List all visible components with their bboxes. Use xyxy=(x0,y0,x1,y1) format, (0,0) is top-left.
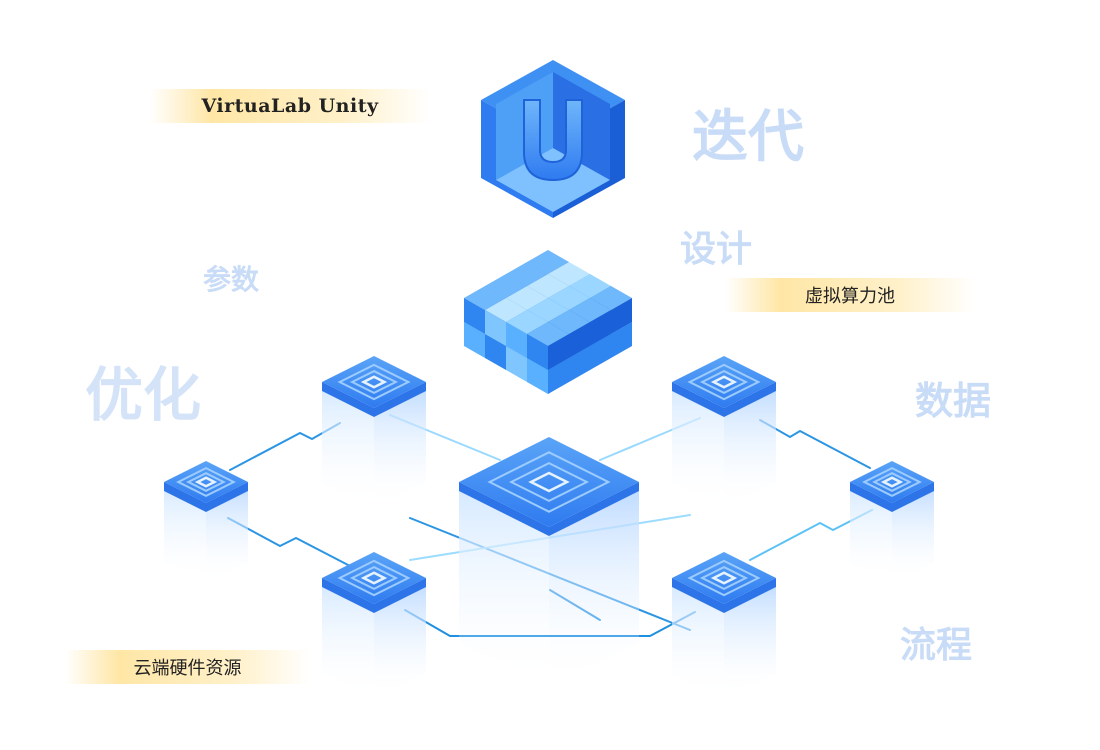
node-bottom-right-ring-3 xyxy=(710,571,738,585)
node-bottom-left-ring-1 xyxy=(337,559,411,597)
node-bottom-left-left-face xyxy=(322,578,374,699)
node-far-left-top-face xyxy=(164,461,248,503)
cube-left xyxy=(506,322,527,358)
node-bottom-left-top-face xyxy=(322,552,426,604)
node-bottom-left-ring-3 xyxy=(360,571,388,585)
node-bottom-right-ring-1 xyxy=(687,559,761,597)
node-far-left-ring-2 xyxy=(186,472,226,492)
node-top-left-top-face xyxy=(322,356,426,408)
cube-left xyxy=(485,310,506,346)
node-top-right-ring-3 xyxy=(710,375,738,389)
node-top-right-ring-1 xyxy=(687,363,761,401)
node-top-right-ring-2 xyxy=(699,369,749,395)
node-bottom-right-right-face xyxy=(724,578,776,699)
node-top-left-ring-3 xyxy=(360,375,388,389)
keyword-optimize: 优化 xyxy=(85,361,202,429)
node-far-left-rim xyxy=(164,482,248,512)
node-far-right-rim xyxy=(850,482,934,512)
node-center xyxy=(459,437,639,687)
node-bottom-right-rim xyxy=(672,578,776,613)
node-bottom-left xyxy=(322,552,426,699)
node-far-right-ring-3 xyxy=(880,476,904,488)
keyword-design: 设计 xyxy=(680,229,753,270)
node-top-right-top-face xyxy=(672,356,776,408)
node-center-ring-3 xyxy=(528,471,570,493)
label-cloud-hardware: 云端硬件资源 xyxy=(65,650,310,684)
compute-cube-cluster xyxy=(464,250,632,394)
node-far-right-right-face xyxy=(892,482,934,583)
node-bottom-right-left-face xyxy=(672,578,724,699)
node-far-left-right-face xyxy=(206,482,248,583)
link-right-top xyxy=(759,419,871,469)
compute-cube-32 xyxy=(527,322,569,370)
node-top-left-right-face xyxy=(374,382,426,508)
keyword-data: 数据 xyxy=(915,379,992,423)
node-top-left-left-face xyxy=(322,382,374,508)
keyword-parameters: 参数 xyxy=(203,263,260,296)
cube-right xyxy=(590,310,611,346)
keyword-iterate: 迭代 xyxy=(692,105,804,170)
keyword-workflow: 流程 xyxy=(900,625,973,666)
label-compute-pool: 虚拟算力池 xyxy=(725,278,975,312)
node-far-right-left-face xyxy=(850,482,892,583)
node-center-rim xyxy=(459,482,639,536)
node-bottom-left-rim xyxy=(322,578,426,613)
node-top-right-rim xyxy=(672,382,776,417)
node-far-left-left-face xyxy=(164,482,206,583)
cube-right xyxy=(548,334,569,370)
node-far-left-ring-1 xyxy=(176,467,236,497)
node-top-left xyxy=(322,356,426,508)
label-virtualab-unity: VirtuaLab Unity xyxy=(150,89,430,123)
virtualab-logo-box: U xyxy=(481,60,625,218)
node-far-left-ring-3 xyxy=(194,476,218,488)
node-top-left-ring-1 xyxy=(337,363,411,401)
node-bottom-right xyxy=(672,552,776,699)
node-far-right-top-face xyxy=(850,461,934,503)
node-far-right-ring-1 xyxy=(862,467,922,497)
node-center-ring-1 xyxy=(487,451,611,513)
node-top-left-rim xyxy=(322,382,426,417)
cube-left xyxy=(527,334,548,370)
node-center-ring-2 xyxy=(508,461,590,503)
label-cloud-hardware-text: 云端硬件资源 xyxy=(133,658,242,679)
cube-right xyxy=(611,298,632,334)
node-far-right xyxy=(850,461,934,583)
node-top-right-right-face xyxy=(724,382,776,508)
server-nodes xyxy=(164,356,934,699)
node-bottom-right-ring-2 xyxy=(699,565,749,591)
node-top-left-ring-2 xyxy=(349,369,399,395)
node-center-left-face xyxy=(459,482,549,687)
node-bottom-right-top-face xyxy=(672,552,776,604)
label-compute-pool-text: 虚拟算力池 xyxy=(805,286,895,307)
node-center-top-face xyxy=(459,437,639,527)
node-bottom-left-right-face xyxy=(374,578,426,699)
cube-left xyxy=(464,298,485,334)
cube-right xyxy=(569,322,590,358)
node-bottom-left-ring-2 xyxy=(349,565,399,591)
node-far-right-ring-2 xyxy=(872,472,912,492)
node-top-right-left-face xyxy=(672,382,724,508)
u-logo-icon xyxy=(523,99,583,182)
node-top-right xyxy=(672,356,776,508)
node-center-right-face xyxy=(549,482,639,687)
link-left-bottom xyxy=(227,517,351,567)
label-virtualab-unity-text: VirtuaLab Unity xyxy=(201,95,379,117)
node-far-left xyxy=(164,461,248,583)
